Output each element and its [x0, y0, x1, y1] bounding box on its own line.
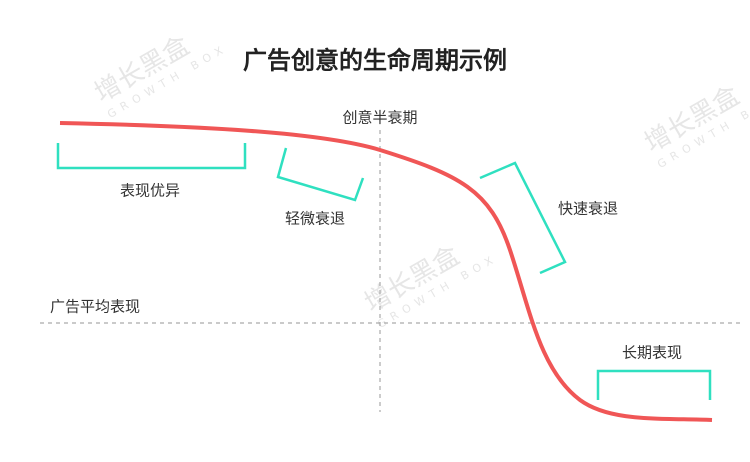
page-title: 广告创意的生命周期示例: [243, 46, 507, 75]
bracket-slight-decline: [276, 147, 365, 202]
label-slight-decline: 轻微衰退: [284, 209, 346, 228]
lifecycle-curve: [59, 121, 713, 422]
label-excellent: 表现优异: [119, 181, 181, 200]
bracket-rapid-decline: [479, 161, 567, 275]
label-half-life: 创意半衰期: [342, 108, 418, 127]
bracket-excellent: [56, 143, 247, 170]
label-rapid-decline: 快速衰退: [557, 199, 619, 218]
bracket-long-term: [596, 369, 712, 400]
label-average: 广告平均表现: [49, 297, 141, 316]
label-long-term: 长期表现: [621, 343, 683, 362]
